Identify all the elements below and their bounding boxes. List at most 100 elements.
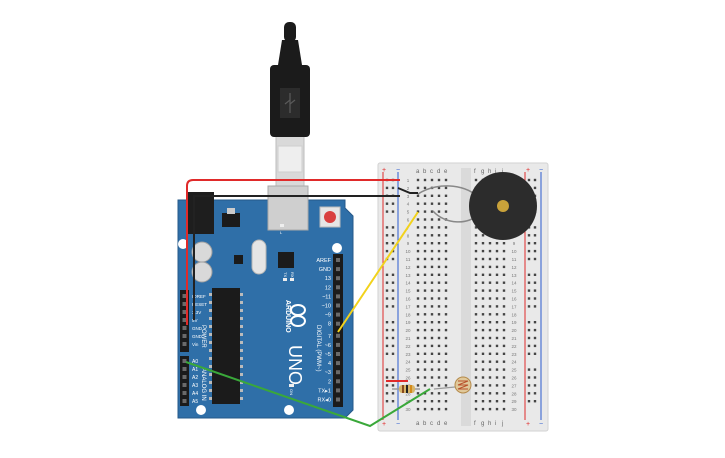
- breadboard-hole[interactable]: [502, 305, 506, 308]
- rail-hole[interactable]: [533, 186, 537, 190]
- digital-pin-hole[interactable]: [336, 312, 340, 317]
- rail-hole[interactable]: [533, 257, 537, 261]
- breadboard-hole[interactable]: [502, 242, 506, 245]
- breadboard-hole[interactable]: [423, 218, 427, 221]
- breadboard-hole[interactable]: [474, 226, 478, 229]
- rail-hole[interactable]: [533, 273, 537, 276]
- breadboard-hole[interactable]: [474, 234, 478, 237]
- breadboard-hole[interactable]: [430, 305, 434, 308]
- breadboard-hole[interactable]: [495, 273, 499, 276]
- breadboard-hole[interactable]: [474, 289, 478, 292]
- breadboard-hole[interactable]: [430, 234, 434, 237]
- breadboard-hole[interactable]: [437, 210, 441, 213]
- breadboard-hole[interactable]: [430, 400, 434, 403]
- breadboard-hole[interactable]: [416, 321, 420, 324]
- rail-hole[interactable]: [527, 352, 531, 355]
- rail-hole[interactable]: [527, 336, 531, 340]
- rail-hole[interactable]: [527, 392, 531, 395]
- breadboard-hole[interactable]: [488, 281, 492, 284]
- breadboard-hole[interactable]: [416, 257, 420, 261]
- breadboard-hole[interactable]: [474, 400, 478, 403]
- breadboard-hole[interactable]: [437, 178, 441, 182]
- rail-hole[interactable]: [385, 242, 389, 245]
- breadboard-hole[interactable]: [437, 226, 441, 229]
- rail-hole[interactable]: [391, 281, 395, 284]
- breadboard-hole[interactable]: [423, 297, 427, 300]
- breadboard-hole[interactable]: [481, 344, 485, 348]
- breadboard-hole[interactable]: [416, 297, 420, 300]
- rail-hole[interactable]: [527, 328, 531, 332]
- rail-hole[interactable]: [527, 234, 531, 237]
- rail-hole[interactable]: [533, 376, 537, 379]
- breadboard-hole[interactable]: [495, 289, 499, 292]
- breadboard-hole[interactable]: [481, 289, 485, 292]
- breadboard-hole[interactable]: [423, 234, 427, 237]
- breadboard-hole[interactable]: [437, 368, 441, 371]
- digital-pin-hole[interactable]: [336, 379, 340, 384]
- wire-yellow-pin8[interactable]: [337, 211, 419, 333]
- rail-hole[interactable]: [391, 186, 395, 190]
- breadboard-hole[interactable]: [423, 400, 427, 403]
- rail-hole[interactable]: [385, 305, 389, 308]
- rail-hole[interactable]: [391, 226, 395, 229]
- breadboard-hole[interactable]: [444, 273, 448, 276]
- breadboard-hole[interactable]: [481, 400, 485, 403]
- analog-pin-hole[interactable]: [182, 383, 187, 387]
- breadboard-hole[interactable]: [430, 376, 434, 379]
- breadboard-hole[interactable]: [416, 194, 420, 197]
- breadboard-hole[interactable]: [423, 281, 427, 284]
- breadboard-hole[interactable]: [488, 352, 492, 355]
- digital-pin-hole[interactable]: [336, 267, 340, 272]
- breadboard-hole[interactable]: [416, 281, 420, 284]
- rail-hole[interactable]: [533, 352, 537, 355]
- breadboard-hole[interactable]: [488, 328, 492, 332]
- breadboard-hole[interactable]: [495, 407, 499, 411]
- breadboard-hole[interactable]: [416, 328, 420, 332]
- breadboard-hole[interactable]: [495, 321, 499, 324]
- rail-hole[interactable]: [533, 321, 537, 324]
- breadboard-hole[interactable]: [416, 249, 420, 253]
- breadboard-hole[interactable]: [437, 384, 441, 387]
- breadboard-hole[interactable]: [481, 249, 485, 253]
- rail-hole[interactable]: [533, 242, 537, 245]
- breadboard-hole[interactable]: [444, 321, 448, 324]
- breadboard-hole[interactable]: [437, 344, 441, 348]
- breadboard-hole[interactable]: [502, 336, 506, 340]
- rail-hole[interactable]: [533, 178, 537, 182]
- breadboard-hole[interactable]: [444, 384, 448, 387]
- rail-hole[interactable]: [385, 384, 389, 387]
- breadboard-hole[interactable]: [488, 392, 492, 395]
- breadboard-hole[interactable]: [502, 384, 506, 387]
- breadboard-hole[interactable]: [495, 376, 499, 379]
- rail-hole[interactable]: [385, 321, 389, 324]
- rail-hole[interactable]: [527, 257, 531, 261]
- digital-pin-hole[interactable]: [336, 352, 340, 356]
- breadboard-hole[interactable]: [474, 273, 478, 276]
- breadboard-hole[interactable]: [481, 368, 485, 371]
- breadboard-hole[interactable]: [430, 194, 434, 197]
- breadboard-hole[interactable]: [430, 344, 434, 348]
- rail-hole[interactable]: [533, 400, 537, 403]
- breadboard-hole[interactable]: [416, 336, 420, 340]
- breadboard-hole[interactable]: [430, 281, 434, 284]
- breadboard-hole[interactable]: [474, 178, 478, 182]
- breadboard-hole[interactable]: [502, 281, 506, 284]
- digital-pin-hole[interactable]: [336, 333, 340, 338]
- breadboard-hole[interactable]: [488, 384, 492, 387]
- breadboard-hole[interactable]: [481, 336, 485, 340]
- breadboard-hole[interactable]: [488, 305, 492, 308]
- breadboard-hole[interactable]: [430, 289, 434, 292]
- rail-hole[interactable]: [391, 289, 395, 292]
- breadboard-hole[interactable]: [444, 376, 448, 379]
- breadboard-hole[interactable]: [444, 242, 448, 245]
- rail-hole[interactable]: [533, 249, 537, 253]
- digital-pin-hole[interactable]: [336, 258, 340, 262]
- resistor[interactable]: [392, 385, 420, 393]
- breadboard-hole[interactable]: [502, 265, 506, 269]
- breadboard-hole[interactable]: [474, 305, 478, 308]
- breadboard-hole[interactable]: [437, 400, 441, 403]
- breadboard-hole[interactable]: [423, 321, 427, 324]
- breadboard-hole[interactable]: [416, 186, 420, 190]
- breadboard-hole[interactable]: [502, 328, 506, 332]
- breadboard-hole[interactable]: [423, 210, 427, 213]
